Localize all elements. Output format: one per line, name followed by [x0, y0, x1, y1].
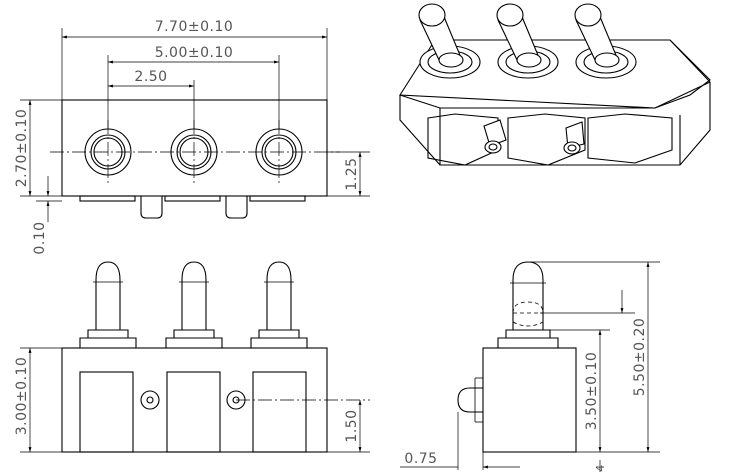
dim-corner-label: 4 [594, 464, 607, 472]
dim-plunger-height: 3.50±0.10 [584, 352, 600, 431]
dim-hole-height: 1.50 [344, 409, 360, 442]
dim-pin-span: 5.00±0.10 [155, 45, 234, 61]
dim-body-height-top: 2.70±0.10 [14, 109, 30, 188]
dim-center-height: 1.25 [344, 157, 360, 190]
dim-offset: 0.10 [32, 221, 48, 254]
isometric-view [399, 3, 711, 166]
front-view: 3.00±0.10 1.50 [14, 261, 370, 453]
dim-overall-height: 5.50±0.20 [632, 318, 648, 397]
dim-pitch: 2.50 [134, 69, 167, 85]
top-view: 7.70±0.10 5.00±0.10 2.50 2.70±0.10 0.10 … [14, 19, 370, 255]
dim-overall-width: 7.70±0.10 [155, 19, 234, 35]
side-view: 5.50±0.20 3.50±0.10 0.75 4 [400, 261, 660, 472]
dim-body-height-front: 3.00±0.10 [14, 357, 30, 436]
dim-tail-length: 0.75 [404, 451, 437, 467]
